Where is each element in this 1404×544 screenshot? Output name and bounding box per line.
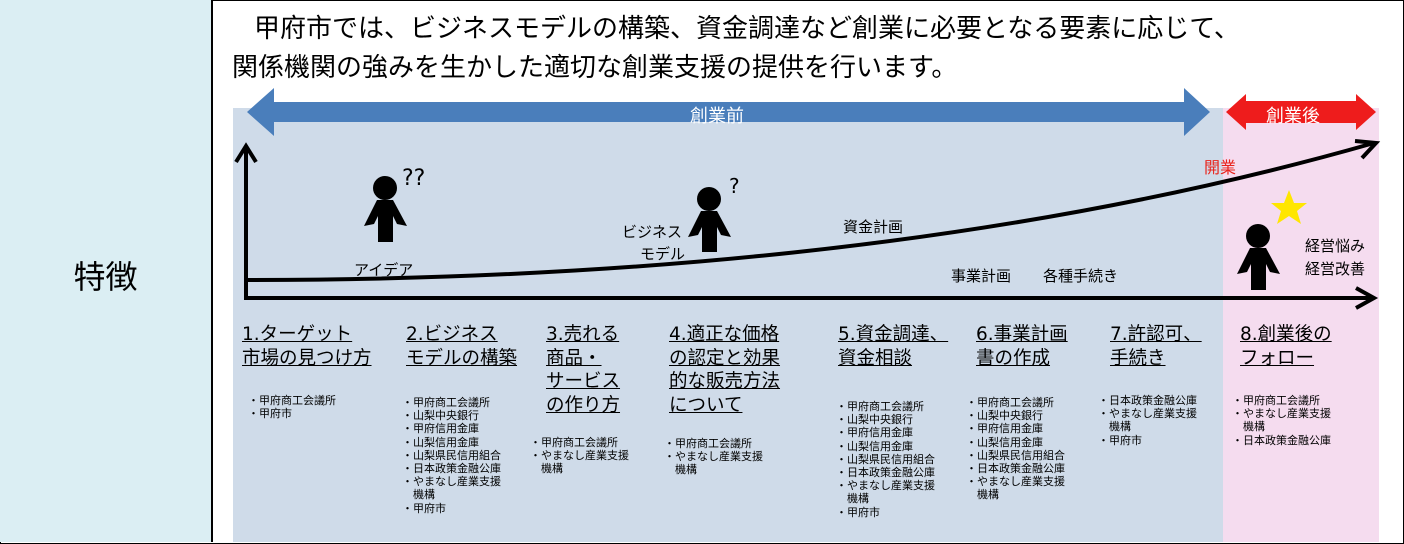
step-3-title: 3.売れる商品・サービスの作り方 xyxy=(546,324,621,416)
step-2-orgs: ・甲府商工会議所・山梨中央銀行・甲府信用金庫・山梨信用金庫・山梨県民信用組合・日… xyxy=(402,396,501,515)
stage-idea: アイデア xyxy=(354,261,414,279)
pre-startup-area xyxy=(233,108,1223,542)
phase-label-pre: 創業前 xyxy=(690,106,744,127)
stage-worry: 経営悩み xyxy=(1305,237,1366,255)
stage-funding-plan: 資金計画 xyxy=(843,218,904,236)
step-7-title: 7.許認可、手続き xyxy=(1110,324,1202,369)
question-mark-business-model: ? xyxy=(729,174,740,198)
step-6-orgs: ・甲府商工会議所・山梨中央銀行・甲府信用金庫・山梨信用金庫・山梨県民信用組合・日… xyxy=(966,396,1065,502)
row-label: 特徴 xyxy=(73,258,138,296)
person-icon-business-model xyxy=(688,187,731,252)
stage-improve: 経営改善 xyxy=(1305,260,1366,278)
step-6-title: 6.事業計画書の作成 xyxy=(976,324,1068,369)
y-axis-arrowhead xyxy=(234,142,258,164)
star-icon xyxy=(1271,190,1307,224)
growth-curve xyxy=(245,141,1375,282)
person-icon-idea xyxy=(364,176,407,242)
step-1-orgs: ・甲府商工会議所・甲府市 xyxy=(248,394,336,421)
post-startup-arrow xyxy=(1226,94,1376,130)
growth-curve-arrowhead xyxy=(1354,139,1381,160)
intro-text: 甲府市では、ビジネスモデルの構築、資金調達など創業に必要となる要素に応じて、 関… xyxy=(232,10,1392,88)
step-5-title: 5.資金調達、資金相談 xyxy=(838,324,949,369)
intro-line-2: 関係機関の強みを生かした適切な創業支援の提供を行います。 xyxy=(232,53,958,83)
person-icon-post-startup xyxy=(1237,224,1280,290)
question-marks-idea: ?? xyxy=(402,166,426,191)
stage-procedures: 各種手続き xyxy=(1043,267,1119,285)
stage-business-model-2: モデル xyxy=(640,245,686,263)
step-8-orgs: ・甲府商工会議所・やまなし産業支援 機構・日本政策金融公庫 xyxy=(1232,394,1331,447)
intro-line-1: 甲府市では、ビジネスモデルの構築、資金調達など創業に必要となる要素に応じて、 xyxy=(254,14,1240,44)
post-startup-area xyxy=(1223,108,1379,542)
row-label-cell: 特徴 xyxy=(0,0,213,542)
milestone-label: 開業 xyxy=(1204,158,1237,177)
step-4-orgs: ・甲府商工会議所・やまなし産業支援 機構 xyxy=(664,437,763,477)
step-5-orgs: ・甲府商工会議所・山梨中央銀行・甲府信用金庫・山梨信用金庫・山梨県民信用組合・日… xyxy=(836,400,935,519)
step-3-orgs: ・甲府商工会議所・やまなし産業支援 機構 xyxy=(530,436,629,476)
x-axis-arrowhead xyxy=(1355,286,1379,310)
stage-business-model-1: ビジネス xyxy=(622,223,683,241)
pre-startup-arrow xyxy=(247,88,1210,136)
step-2-title: 2.ビジネスモデルの構築 xyxy=(406,324,518,369)
phase-label-post: 創業後 xyxy=(1266,106,1320,127)
step-4-title: 4.適正な価格の認定と効果的な販売方法について xyxy=(669,324,781,416)
step-1-title: 1.ターゲット市場の見つけ方 xyxy=(242,324,372,369)
step-7-orgs: ・日本政策金融公庫・やまなし産業支援 機構・甲府市 xyxy=(1098,394,1197,447)
stage-business-plan: 事業計画 xyxy=(951,267,1012,285)
step-8-title: 8.創業後のフォロー xyxy=(1240,324,1332,369)
